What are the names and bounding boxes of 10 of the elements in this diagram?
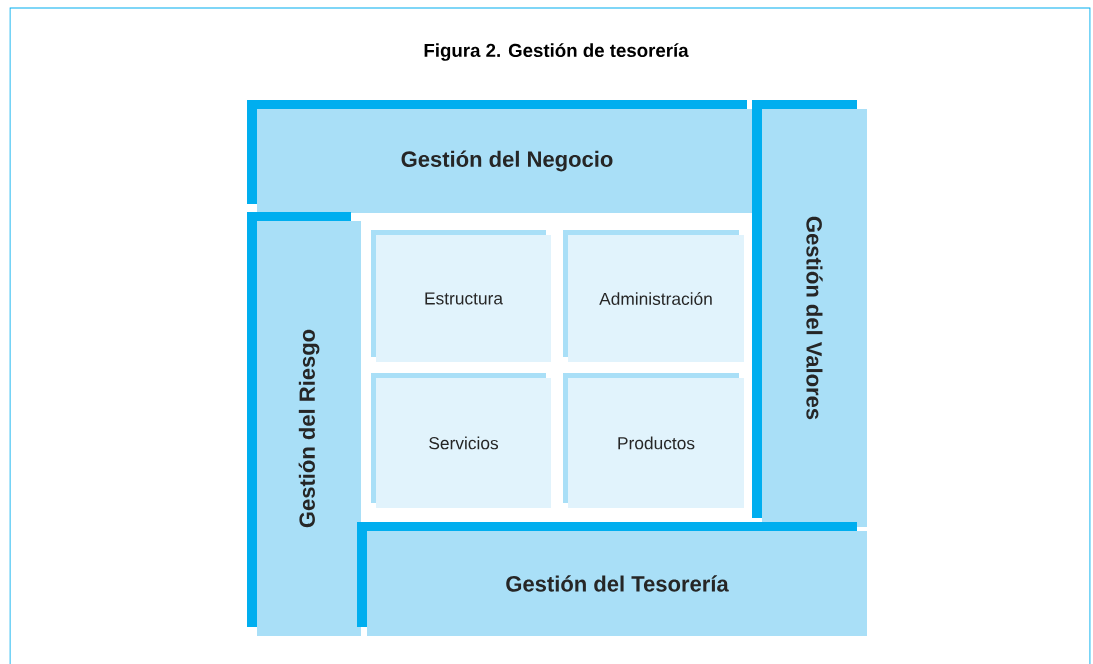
section-band: Gestión del Negocio [247, 100, 757, 213]
area-box: Estructura [371, 230, 551, 362]
title: Figura 2. Gestión de tesorería [424, 43, 689, 61]
section-band: Gestión del Valores [752, 100, 867, 527]
area-box: Servicios [371, 373, 551, 508]
node-label: Gestión del Valores [806, 216, 823, 420]
section-band: Gestión del Riesgo [247, 212, 361, 636]
section-band: Gestión del Tesorería [357, 522, 867, 636]
area-box: Productos [563, 373, 744, 508]
area-box: Administración [563, 230, 744, 362]
